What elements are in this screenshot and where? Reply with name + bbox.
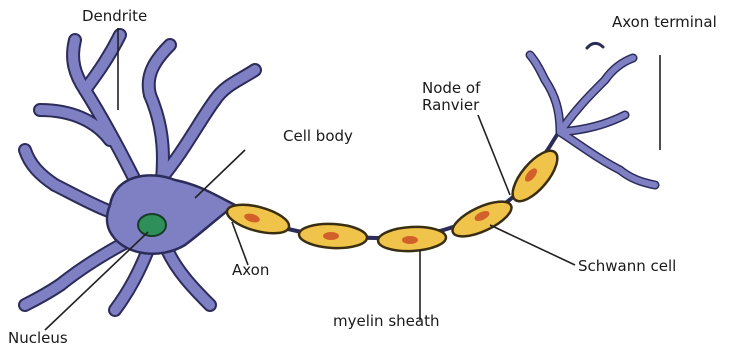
- label-myelin-sheath: myelin sheath: [333, 313, 439, 330]
- label-nucleus: Nucleus: [8, 330, 68, 347]
- leader-cell-body: [195, 150, 245, 198]
- cell-body-shape: [107, 175, 235, 253]
- label-axon-terminal: Axon terminal: [612, 14, 717, 31]
- label-axon: Axon: [232, 262, 269, 279]
- leader-schwann-cell: [490, 225, 575, 265]
- label-node-of-ranvier: Node of Ranvier: [422, 80, 480, 114]
- nucleus-shape: [138, 214, 166, 236]
- leader-node-of-ranvier: [478, 115, 510, 195]
- label-cell-body: Cell body: [283, 128, 353, 145]
- label-dendrite: Dendrite: [82, 8, 147, 25]
- label-schwann-cell: Schwann cell: [578, 258, 676, 275]
- small-terminal-mark: [587, 43, 603, 48]
